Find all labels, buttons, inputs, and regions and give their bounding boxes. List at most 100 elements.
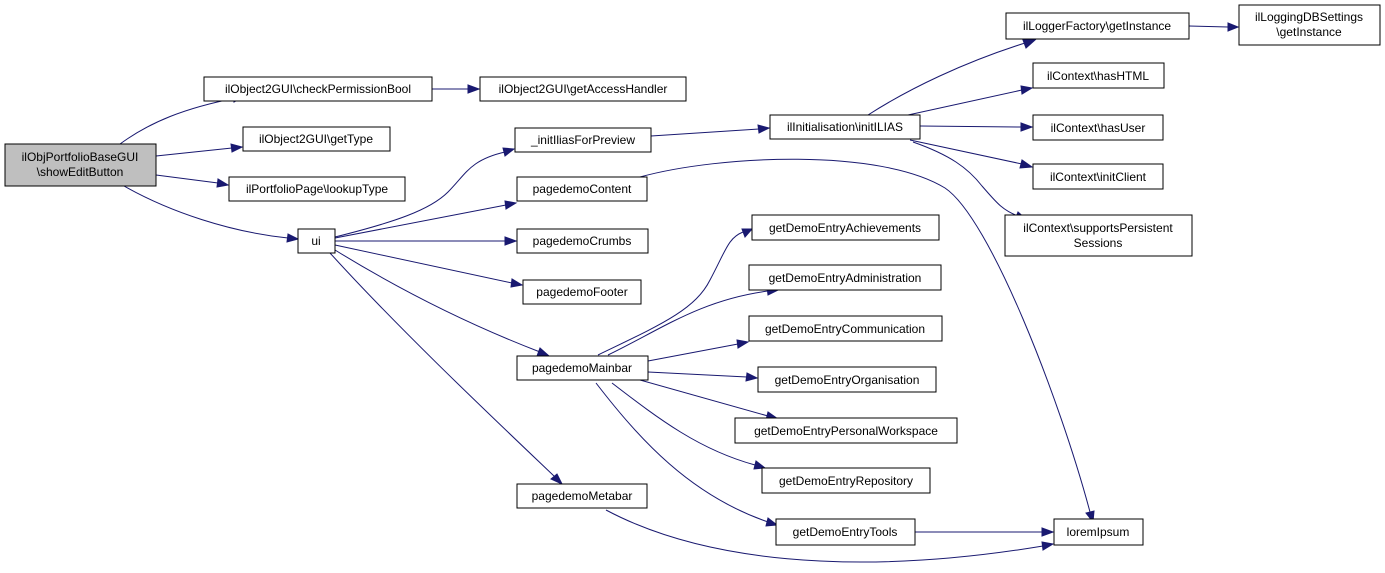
edge-initilias-persistent: [912, 141, 1019, 217]
arrow-ui-footer: [510, 278, 524, 288]
arrow-mainbar-achievements: [741, 228, 754, 238]
node-communication[interactable]: getDemoEntryCommunication: [748, 315, 943, 342]
edges: [119, 22, 1240, 563]
node-tools[interactable]: getDemoEntryTools: [775, 518, 916, 546]
node-ui[interactable]: ui: [297, 228, 336, 254]
node-supportspersistentsessions[interactable]: ilContext\supportsPersistent Sessions: [1004, 214, 1193, 257]
edge-initilias-hashtml: [907, 89, 1023, 116]
node-root[interactable]: ilObjPortfolioBaseGUI \showEditButton: [4, 143, 157, 187]
node-pagedemocontent-label: pagedemoContent: [533, 182, 632, 196]
edge-mainbar-tools: [595, 382, 769, 523]
arrow-mainbar-organisation: [745, 372, 759, 382]
node-organisation[interactable]: getDemoEntryOrganisation: [757, 366, 937, 393]
node-supportspersistentsessions-line2: Sessions: [1074, 236, 1123, 250]
node-hasuser-label: ilContext\hasUser: [1051, 121, 1146, 135]
node-achievements-label: getDemoEntryAchievements: [769, 221, 921, 235]
node-loggingdbsettings-line1: ilLoggingDBSettings: [1255, 10, 1363, 24]
node-personalworkspace-label: getDemoEntryPersonalWorkspace: [754, 424, 938, 438]
edge-initilias-hasuser: [919, 125, 1023, 128]
node-supportspersistentsessions-line1: ilContext\supportsPersistent: [1023, 221, 1173, 235]
node-pagedemocrumbs-label: pagedemoCrumbs: [533, 234, 632, 248]
node-initilias-label: ilInitialisation\initILIAS: [787, 120, 903, 134]
node-hashtml[interactable]: ilContext\hasHTML: [1032, 62, 1165, 89]
edge-ui-footer: [334, 244, 513, 284]
edge-ui-initpreview: [334, 151, 506, 238]
node-pagedemomainbar-label: pagedemoMainbar: [532, 361, 632, 375]
node-pagedemocrumbs[interactable]: pagedemoCrumbs: [516, 228, 649, 254]
node-lookuptype-label: ilPortfolioPage\lookupType: [246, 182, 388, 196]
edge-ui-content: [334, 204, 507, 239]
arrow-checkperm-getaccess: [467, 84, 481, 94]
node-gettype[interactable]: ilObject2GUI\getType: [242, 126, 391, 152]
arrow-mainbar-tools: [765, 517, 779, 527]
node-pagedemofooter-label: pagedemoFooter: [536, 285, 627, 299]
arrow-metabar-lorem: [1041, 541, 1055, 551]
node-repository-label: getDemoEntryRepository: [779, 474, 913, 488]
arrow-root-lookuptype: [216, 178, 230, 188]
node-repository[interactable]: getDemoEntryRepository: [761, 467, 931, 494]
arrow-initilias-hashtml: [1020, 85, 1034, 95]
edge-root-checkperm: [119, 97, 237, 145]
node-initilias[interactable]: ilInitialisation\initILIAS: [769, 114, 921, 140]
node-lookuptype[interactable]: ilPortfolioPage\lookupType: [228, 176, 406, 202]
edge-initilias-initclient: [909, 139, 1023, 165]
node-hasuser[interactable]: ilContext\hasUser: [1032, 114, 1164, 141]
node-checkpermissionbool[interactable]: ilObject2GUI\checkPermissionBool: [203, 76, 433, 102]
node-checkpermissionbool-label: ilObject2GUI\checkPermissionBool: [225, 82, 411, 96]
node-loggingdbsettings[interactable]: ilLoggingDBSettings \getInstance: [1238, 4, 1381, 46]
edge-mainbar-organisation: [647, 371, 748, 378]
arrow-initilias-hasuser: [1020, 122, 1034, 132]
edge-root-lookuptype: [155, 174, 219, 184]
node-loremipsum[interactable]: loremIpsum: [1053, 518, 1144, 546]
node-initclient-label: ilContext\initClient: [1050, 170, 1147, 184]
nodes: ilObjPortfolioBaseGUI \showEditButton il…: [4, 4, 1381, 546]
edge-ui-metabar: [329, 252, 556, 478]
node-pagedemomainbar[interactable]: pagedemoMainbar: [516, 355, 649, 381]
node-root-line2: \showEditButton: [37, 165, 124, 179]
arrow-mainbar-communication: [736, 339, 750, 349]
arrow-root-ui: [286, 233, 300, 243]
node-pagedemometabar[interactable]: pagedemoMetabar: [516, 483, 648, 509]
node-administration[interactable]: getDemoEntryAdministration: [748, 264, 942, 291]
node-getaccesshandler-label: ilObject2GUI\getAccessHandler: [499, 82, 668, 96]
node-loggingdbsettings-line2: \getInstance: [1276, 25, 1342, 39]
edge-mainbar-repository: [611, 382, 756, 466]
edge-initilias-logger: [867, 42, 1026, 116]
node-getaccesshandler[interactable]: ilObject2GUI\getAccessHandler: [479, 76, 687, 102]
arrow-initilias-initclient: [1019, 159, 1034, 169]
node-initclient[interactable]: ilContext\initClient: [1032, 163, 1164, 190]
arrow-root-gettype: [230, 143, 244, 153]
node-organisation-label: getDemoEntryOrganisation: [775, 373, 920, 387]
node-communication-label: getDemoEntryCommunication: [765, 322, 925, 336]
edge-root-gettype: [155, 147, 233, 157]
edge-root-ui: [123, 185, 289, 239]
node-personalworkspace[interactable]: getDemoEntryPersonalWorkspace: [734, 417, 958, 444]
edge-mainbar-personal: [639, 379, 769, 417]
node-root-line1: ilObjPortfolioBaseGUI: [22, 150, 139, 164]
edge-content-lorem: [639, 158, 1091, 513]
edge-metabar-lorem: [605, 509, 1044, 563]
node-ui-label: ui: [311, 234, 320, 248]
edge-initpreview-initilias: [650, 128, 760, 137]
arrow-ui-metabar: [550, 473, 564, 486]
edge-mainbar-communication: [647, 343, 739, 362]
arrow-ui-mainbar: [536, 347, 551, 357]
arrow-ui-content: [504, 200, 518, 210]
node-pagedemocontent[interactable]: pagedemoContent: [516, 176, 648, 202]
edge-mainbar-achievements: [597, 231, 744, 356]
node-hashtml-label: ilContext\hasHTML: [1047, 69, 1149, 83]
arrow-tools-lorem: [1041, 527, 1055, 537]
node-gettype-label: ilObject2GUI\getType: [259, 132, 373, 146]
arrow-mainbar-repository: [753, 460, 767, 470]
node-achievements[interactable]: getDemoEntryAchievements: [751, 214, 940, 241]
arrow-initilias-logger: [1022, 39, 1037, 49]
edge-ui-mainbar: [334, 249, 541, 353]
node-loggerfactory[interactable]: ilLoggerFactory\getInstance: [1005, 12, 1190, 40]
node-pagedemofooter[interactable]: pagedemoFooter: [522, 279, 642, 305]
arrow-ui-crumbs: [504, 236, 518, 246]
node-initiliasforpreview[interactable]: _initIliasForPreview: [514, 127, 652, 153]
node-pagedemometabar-label: pagedemoMetabar: [532, 489, 633, 503]
arrow-initpreview-initilias: [757, 124, 771, 134]
arrow-ui-initpreview: [502, 147, 516, 157]
